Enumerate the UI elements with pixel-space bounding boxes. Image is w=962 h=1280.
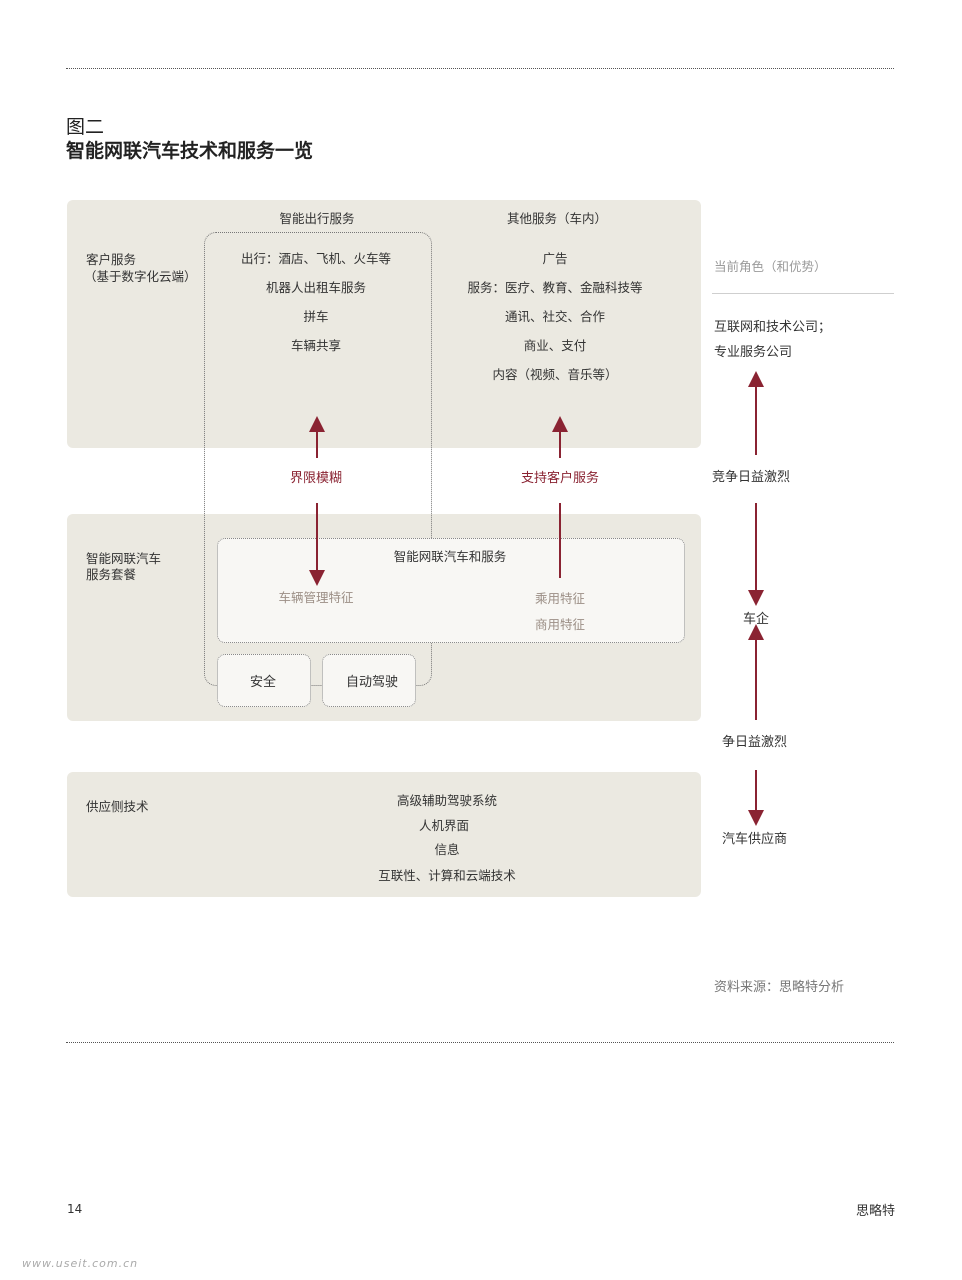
supply-item: 高级辅助驾驶系统 [396, 793, 498, 808]
connected-services-title: 智能网联汽车和服务 [393, 549, 507, 564]
mobility-heading: 智能出行服务 [279, 211, 355, 226]
supply-panel [67, 772, 701, 897]
other-service-item: 服务：医疗、教育、金融科技等 [467, 280, 643, 295]
competition-label-1: 竞争日益激烈 [712, 470, 791, 485]
figure-title: 智能网联汽车技术和服务一览 [66, 140, 314, 162]
autonomous-box [322, 654, 416, 707]
role-service-companies: 专业服务公司 [714, 345, 793, 360]
other-service-item: 通讯、社交、合作 [504, 309, 606, 324]
other-services-heading: 其他服务（车内） [506, 211, 608, 226]
brand-name: 思略特 [856, 1204, 896, 1219]
supply-item: 人机界面 [418, 818, 470, 833]
role-oem: 车企 [742, 612, 770, 627]
supply-item: 信息 [434, 842, 460, 857]
customer-services-panel [67, 200, 701, 448]
customer-services-sublabel: （基于数字化云端） [84, 269, 197, 284]
page-number: 14 [67, 1202, 83, 1216]
other-service-item: 内容（视频、音乐等） [492, 367, 618, 382]
other-service-item: 广告 [542, 251, 568, 266]
role-tech-companies: 互联网和技术公司； [714, 320, 832, 335]
bottom-divider [66, 1042, 894, 1043]
watermark: www.useit.com.cn [22, 1257, 139, 1270]
blurred-boundary-label: 界限模糊 [289, 471, 343, 486]
commercial-features-label: 商用特征 [534, 617, 586, 632]
source-note: 资料来源：思略特分析 [714, 980, 845, 995]
roles-divider [712, 293, 894, 294]
mobility-item: 机器人出租车服务 [265, 280, 367, 295]
customer-services-label: 客户服务 [86, 252, 137, 267]
top-divider [66, 68, 894, 69]
autonomous-label: 自动驾驶 [345, 675, 399, 690]
mobility-item: 出行：酒店、飞机、火车等 [240, 251, 392, 266]
roles-header: 当前角色（和优势） [714, 259, 827, 274]
competition-label-2: 争日益激烈 [722, 735, 788, 750]
mobility-item: 拼车 [303, 309, 329, 324]
supply-label: 供应侧技术 [86, 799, 149, 814]
connected-services-box [217, 538, 685, 643]
safety-label: 安全 [249, 675, 277, 690]
package-label: 智能网联汽车 [86, 551, 162, 566]
safety-box [217, 654, 311, 707]
vehicle-management-label: 车辆管理特征 [278, 590, 354, 605]
mobility-services-outline [204, 232, 432, 686]
role-supplier: 汽车供应商 [722, 832, 788, 847]
package-sublabel: 服务套餐 [86, 567, 137, 582]
supply-item: 互联性、计算和云端技术 [378, 868, 516, 883]
other-service-item: 商业、支付 [523, 338, 587, 353]
mobility-item: 车辆共享 [290, 338, 342, 353]
support-customer-label: 支持客户服务 [520, 471, 600, 486]
passenger-features-label: 乘用特征 [534, 591, 586, 606]
figure-label: 图二 [66, 116, 105, 138]
